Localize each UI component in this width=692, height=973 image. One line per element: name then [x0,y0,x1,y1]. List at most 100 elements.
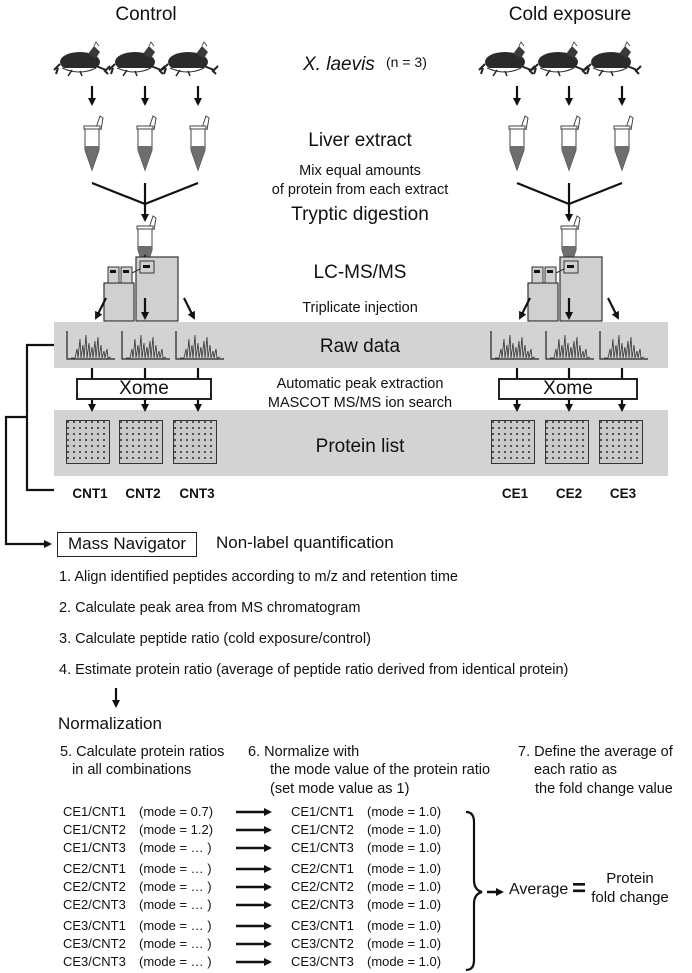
ratio-mode-after: (mode = 1.0) [367,879,442,894]
sample-label-cnt3: CNT3 [179,486,215,501]
norm-step6-line1: 6. Normalize with [248,744,360,760]
ratio-mode-before: (mode = … ) [139,840,212,855]
ratio-pair-after: CE1/CNT1 [291,804,354,819]
ratio-mode-before: (mode = … ) [139,897,212,912]
ratio-mode-after: (mode = 1.0) [367,918,442,933]
ratio-mode-before: (mode = … ) [139,918,212,933]
equals-sign: = [572,875,587,902]
result-line1: Protein [606,870,654,887]
mn-step-3: 3. Calculate peptide ratio (cold exposur… [59,631,371,647]
stage-mix-line2: of protein from each extract [271,182,449,198]
merge-lines [91,181,623,206]
lc-ms-instrument-icon [527,256,603,322]
ratio-pair-before: CE3/CNT1 [63,918,126,933]
norm-step5-line1: 5. Calculate protein ratios [60,744,225,760]
mass-spectrum-icon [599,330,649,360]
ratio-pair-after: CE1/CNT2 [291,822,354,837]
ratio-mode-before: (mode = … ) [139,936,212,951]
ratio-pair-after: CE3/CNT1 [291,918,354,933]
sample-label-ce3: CE3 [609,486,637,501]
mn-step-4: 4. Estimate protein ratio (average of pe… [59,662,569,678]
ratio-pair-after: CE2/CNT3 [291,897,354,912]
stage-lc-ms: LC-MS/MS [313,262,407,283]
norm-step7-line3: the fold change value [535,781,673,797]
mn-step-1: 1. Align identified peptides according t… [59,569,458,585]
ratio-pair-before: CE3/CNT3 [63,954,126,969]
species-name: X. laevis [303,54,375,75]
connector-to-mass-navigator [4,343,54,546]
frog-icon [478,41,536,77]
ratio-mode-after: (mode = 1.0) [367,897,442,912]
frog-icon [53,41,111,77]
stage-auto-peak: Automatic peak extraction [276,376,444,392]
xome-box-control: Xome [76,378,212,400]
protein-grid-icon [173,420,217,464]
ratio-mode-before: (mode = … ) [139,861,212,876]
mass-navigator-box: Mass Navigator [57,532,198,557]
stage-triplicate-injection: Triplicate injection [302,300,418,316]
protein-grid-icon [66,420,110,464]
triplicate-arrows [95,297,619,320]
mass-spectrum-icon [66,330,116,360]
ratio-pair-before: CE3/CNT2 [63,936,126,951]
average-label: Average [509,881,569,898]
ratio-mode-before: (mode = … ) [139,954,212,969]
sample-label-ce2: CE2 [555,486,583,501]
mass-spectrum-icon [121,330,171,360]
stage-liver-extract: Liver extract [308,130,412,151]
norm-step7-line2: each ratio as [534,762,618,778]
protein-grid-icon [545,420,589,464]
stage-mix-line1: Mix equal amounts [299,163,421,179]
arrows-frog-to-tube [88,86,626,106]
ratio-pair-before: CE2/CNT3 [63,897,126,912]
norm-step7-line1: 7. Define the average of [518,744,673,760]
ratio-pair-before: CE2/CNT2 [63,879,126,894]
mass-spectrum-icon [545,330,595,360]
ratio-mode-before: (mode = 0.7) [139,804,214,819]
ratio-pair-after: CE1/CNT3 [291,840,354,855]
norm-step5-line2: in all combinations [72,762,192,778]
ratio-pair-before: CE2/CNT1 [63,861,126,876]
ratio-pair-before: CE1/CNT1 [63,804,126,819]
frog-icon [584,41,642,77]
ratio-mode-after: (mode = 1.0) [367,936,442,951]
sample-label-ce1: CE1 [501,486,529,501]
stage-mascot: MASCOT MS/MS ion search [267,395,453,411]
norm-step6-line3: (set mode value as 1) [270,781,410,797]
ratio-pair-after: CE2/CNT1 [291,861,354,876]
sample-label-cnt1: CNT1 [72,486,108,501]
protein-grid-icon [599,420,643,464]
norm-step6-line2: the mode value of the protein ratio [270,762,491,778]
mass-spectrum-icon [490,330,540,360]
microtube-icon [560,115,581,171]
stage-raw-data: Raw data [319,336,401,357]
ratio-mode-after: (mode = 1.0) [367,840,442,855]
frog-icon [531,41,589,77]
normalization-title: Normalization [58,714,162,733]
mn-step-2: 2. Calculate peak area from MS chromatog… [59,600,361,616]
ratio-pair-before: CE1/CNT3 [63,840,126,855]
cold-exposure-header: Cold exposure [508,4,632,25]
microtube-icon [613,115,634,171]
ratio-mode-before: (mode = … ) [139,879,212,894]
frog-icon [108,41,166,77]
sample-size: (n = 3) [386,54,427,70]
mass-navigator-title: Non-label quantification [216,533,394,552]
ratio-mode-before: (mode = 1.2) [139,822,214,837]
result-line2: fold change [591,889,669,906]
control-header: Control [115,4,177,25]
microtube-icon [189,115,210,171]
microtube-icon [508,115,529,171]
frog-icon [161,41,219,77]
ratio-pair-after: CE3/CNT2 [291,936,354,951]
ratio-mode-after: (mode = 1.0) [367,822,442,837]
ratio-pair-before: CE1/CNT2 [63,822,126,837]
stage-protein-list: Protein list [315,436,405,457]
ratio-mode-after: (mode = 1.0) [367,804,442,819]
ratio-pair-after: CE3/CNT3 [291,954,354,969]
protein-grid-icon [491,420,535,464]
xome-box-cold: Xome [498,378,638,400]
ratio-mode-after: (mode = 1.0) [367,954,442,969]
protein-grid-icon [119,420,163,464]
